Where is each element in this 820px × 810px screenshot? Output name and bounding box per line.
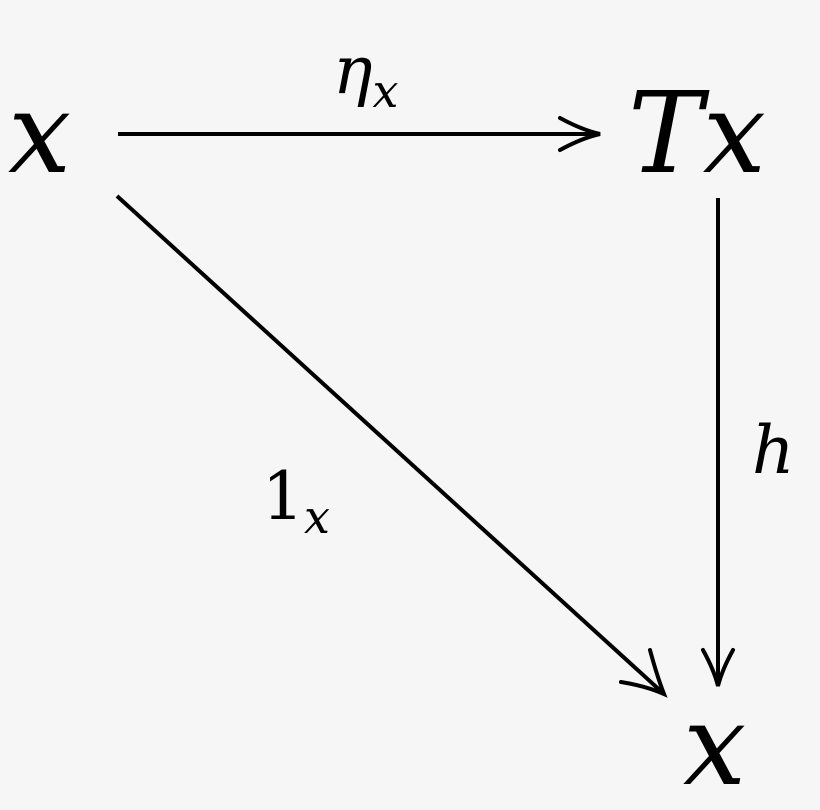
arrow-eta — [118, 116, 601, 152]
label-one-subscript: x — [304, 490, 330, 544]
node-tx-top-right: Tx — [628, 69, 766, 199]
node-x-top-left: x — [8, 69, 72, 199]
arrow-h — [701, 198, 735, 687]
arrow-identity — [115, 194, 668, 698]
label-eta-subscript: x — [372, 64, 399, 118]
node-x-bottom-right: x — [683, 681, 747, 810]
label-one-main: 1 — [262, 458, 304, 535]
label-eta-x: ηx — [333, 38, 399, 115]
label-eta-main: η — [333, 32, 373, 109]
label-h: h — [752, 412, 795, 489]
label-identity-1x: 1x — [262, 464, 330, 541]
